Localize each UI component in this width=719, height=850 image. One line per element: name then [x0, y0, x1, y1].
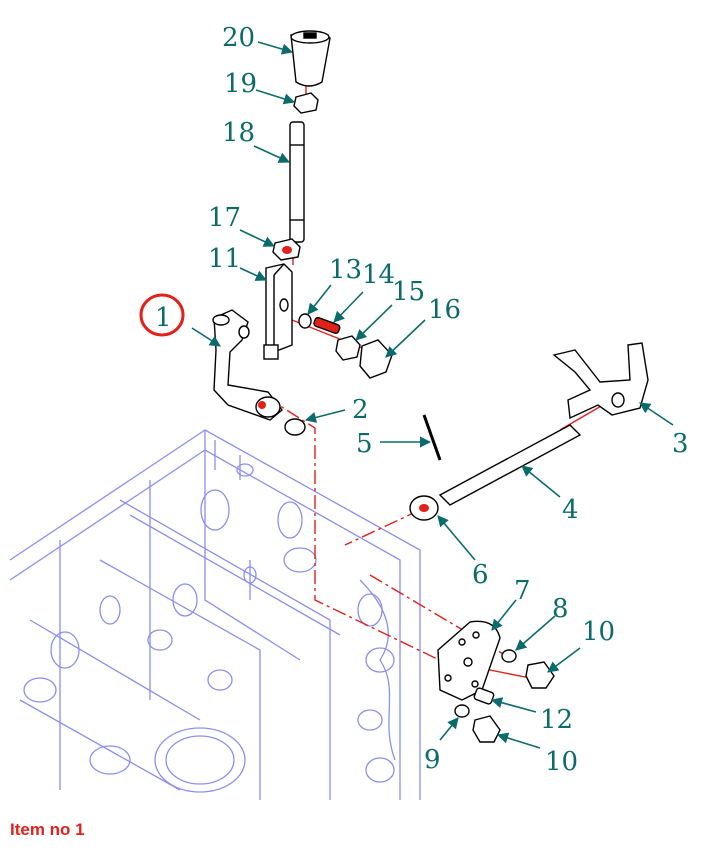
callout-11[interactable]: 11 — [208, 244, 241, 274]
part-2-o-ring — [284, 418, 306, 436]
exploded-parts-diagram: 20 19 18 17 11 13 14 15 16 1 2 5 3 4 6 7… — [9, 23, 689, 800]
part-10-bolt-lower — [472, 715, 501, 743]
callout-labels: 20 19 18 17 11 13 14 15 16 1 2 5 3 4 6 7… — [155, 23, 689, 777]
callout-15[interactable]: 15 — [392, 277, 425, 307]
callout-3[interactable]: 3 — [672, 429, 689, 459]
part-5-pin — [422, 414, 442, 461]
part-15-nut — [335, 335, 361, 361]
callout-4[interactable]: 4 — [562, 495, 579, 525]
part-9-washer — [454, 704, 470, 718]
callout-20[interactable]: 20 — [222, 23, 255, 53]
callout-10-lower[interactable]: 10 — [545, 747, 578, 777]
callout-14[interactable]: 14 — [362, 260, 395, 290]
part-10-bolt-upper — [525, 661, 555, 689]
leader-lines — [191, 41, 674, 749]
part-13-ball — [298, 313, 312, 329]
part-18-shaft — [289, 121, 305, 243]
callout-16[interactable]: 16 — [428, 295, 461, 325]
callout-1[interactable]: 1 — [155, 303, 172, 333]
callout-13[interactable]: 13 — [329, 255, 362, 285]
callout-2[interactable]: 2 — [352, 395, 369, 425]
transmission-housing — [9, 429, 421, 800]
callout-6[interactable]: 6 — [472, 560, 489, 590]
callout-12[interactable]: 12 — [540, 705, 573, 735]
part-4-rod — [438, 424, 582, 506]
part-1-lever — [213, 309, 283, 421]
callout-18[interactable]: 18 — [222, 118, 255, 148]
callout-8[interactable]: 8 — [552, 594, 569, 624]
part-14-spring — [313, 316, 341, 334]
callout-19[interactable]: 19 — [224, 69, 257, 99]
callout-5[interactable]: 5 — [356, 429, 373, 459]
callout-17[interactable]: 17 — [208, 203, 241, 233]
callout-9[interactable]: 9 — [424, 745, 441, 775]
item-caption: Item no 1 — [10, 820, 85, 839]
part-19-nut — [293, 92, 319, 114]
part-3-fork — [552, 342, 649, 420]
highlight-ring-item-1 — [139, 293, 185, 337]
part-12-spacer — [473, 687, 495, 705]
callout-7[interactable]: 7 — [514, 576, 531, 606]
part-8-washer — [501, 649, 517, 663]
part-16-bolt — [359, 339, 393, 379]
callout-10-upper[interactable]: 10 — [582, 617, 615, 647]
